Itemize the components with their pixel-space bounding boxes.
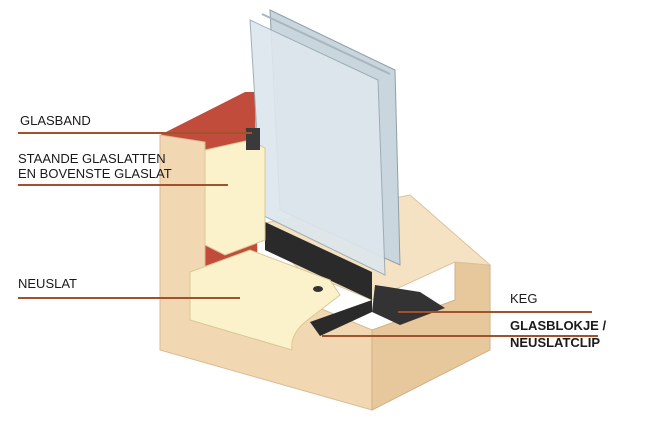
neuslatclip-shape: [310, 300, 372, 336]
glasblokje-shape: [265, 222, 372, 300]
neuslat-shape: [189, 249, 341, 351]
label-neuslat: NEUSLAT: [18, 276, 77, 291]
label-staande-glaslatten-line1: STAANDE GLASLATTEN: [18, 151, 166, 166]
label-glasblokje-line1: GLASBLOKJE /: [510, 318, 607, 333]
glass-edge-highlight: [261, 13, 391, 75]
glasband-strip: [246, 128, 260, 150]
label-glasblokje-line2: NEUSLATCLIP: [510, 335, 601, 350]
label-glasband: GLASBAND: [20, 113, 91, 128]
label-keg: KEG: [510, 291, 538, 306]
keg-block: [372, 285, 445, 325]
neuslat-screw: [313, 286, 323, 292]
staande-glaslat-shape: [204, 139, 266, 256]
label-staande-glaslatten-line2: EN BOVENSTE GLASLAT: [18, 166, 172, 181]
